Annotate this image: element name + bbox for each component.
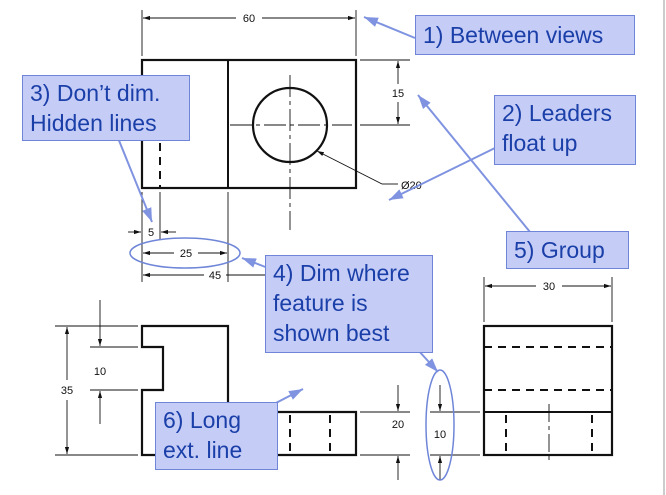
- arrow-dim-best-25: [241, 257, 269, 269]
- dimension-10-left: [90, 300, 138, 424]
- callout-between-views: 1) Between views: [415, 15, 635, 55]
- dimension-30: [483, 277, 613, 322]
- dim-label-30: 30: [543, 281, 555, 293]
- diameter-leader: [316, 150, 398, 185]
- arrow-hidden-lines: [117, 137, 153, 223]
- callout-long-ext-line: 6) Long ext. line: [155, 402, 278, 470]
- dim-label-5: 5: [148, 227, 154, 239]
- dim-label-25: 25: [180, 248, 192, 260]
- callout-text-line: 3) Don’t dim.: [30, 80, 161, 106]
- callout-dim-best: 4) Dim where feature is shown best: [265, 255, 433, 353]
- highlight-ellipse-25: [129, 237, 241, 269]
- callout-group: 5) Group: [506, 231, 629, 269]
- callout-text-line: 2) Leaders: [502, 100, 612, 126]
- dimension-15: [360, 59, 410, 126]
- arrow-leaders-float: [388, 147, 496, 201]
- highlight-ellipse-10: [425, 369, 455, 481]
- callout-hidden-lines: 3) Don’t dim. Hidden lines: [22, 75, 190, 141]
- dim-label-60: 60: [243, 13, 255, 25]
- callout-text-line: shown best: [273, 320, 390, 346]
- dim-label-20: 20: [392, 419, 404, 431]
- arrow-group: [417, 94, 531, 233]
- dim-label-15: 15: [392, 88, 404, 100]
- front-view: [140, 324, 358, 457]
- callout-text: 5) Group: [514, 237, 605, 263]
- dim-label-diameter-20: Ø20: [401, 180, 422, 192]
- callout-text-line: Hidden lines: [30, 110, 157, 136]
- top-view-extension-lines: [141, 192, 229, 282]
- front-view-outline: [140, 324, 358, 457]
- dim-label-10-right: 10: [434, 429, 446, 441]
- callout-text-line: feature is: [273, 290, 368, 316]
- callout-arrows: [117, 16, 531, 406]
- arrow-between-views: [363, 16, 416, 39]
- dimension-10-right: [430, 385, 480, 480]
- dim-label-35: 35: [61, 385, 73, 397]
- arrow-dim-best-10: [417, 349, 439, 373]
- dimension-35: [55, 325, 138, 456]
- callout-text-line: ext. line: [163, 437, 243, 463]
- callout-text-line: 6) Long: [163, 407, 242, 433]
- dim-label-45: 45: [209, 270, 221, 282]
- side-view: [482, 324, 614, 462]
- dim-label-10-left: 10: [94, 366, 106, 378]
- dimension-60: [141, 10, 357, 56]
- callout-leaders-float: 2) Leaders float up: [494, 95, 636, 165]
- callout-text: 1) Between views: [423, 22, 604, 48]
- callout-text-line: 4) Dim where: [273, 260, 410, 286]
- dimension-20: [360, 385, 410, 480]
- callout-text-line: float up: [502, 130, 578, 156]
